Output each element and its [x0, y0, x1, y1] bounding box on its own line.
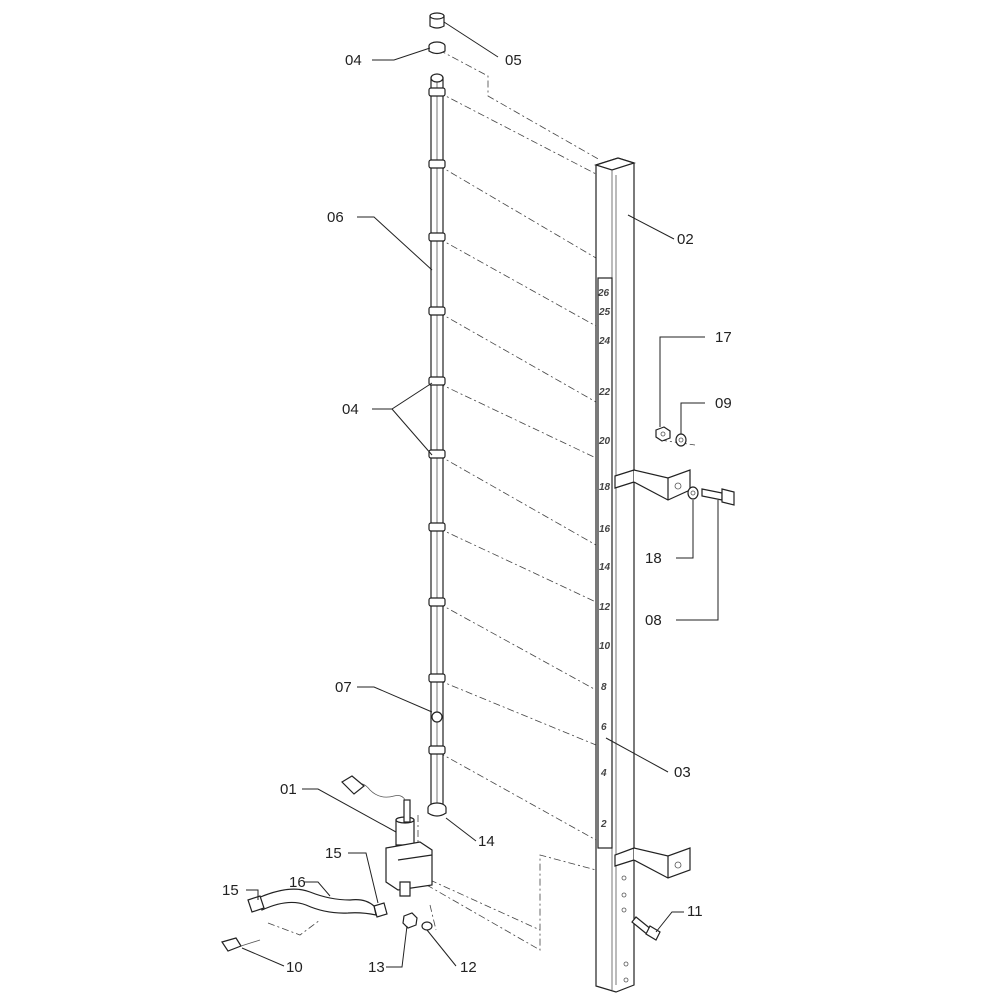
washer-18	[687, 486, 699, 500]
bolt-08	[701, 488, 735, 506]
hose-16	[257, 888, 377, 916]
pipe-clips	[428, 87, 446, 755]
label-04-top: 04	[345, 52, 362, 69]
label-05: 05	[505, 52, 522, 69]
scale-mark: 8	[601, 682, 607, 693]
label-12: 12	[460, 959, 477, 976]
callout-labels: 04 05 06 04 07 01 14 15 16 15 10 13 12 0…	[222, 52, 732, 976]
seal-12	[421, 921, 433, 931]
top-cap	[429, 12, 445, 29]
fitting-13	[402, 912, 418, 929]
scale-mark: 6	[601, 722, 607, 733]
scale-marks: 26 25 24 22 20 18 16 14 12 10 8 6 4 2	[597, 288, 611, 830]
fitting-10	[221, 937, 261, 952]
label-16: 16	[289, 874, 306, 891]
bottom-clip	[427, 802, 447, 817]
label-07: 07	[335, 679, 352, 696]
top-clip	[428, 41, 446, 55]
nut-17	[655, 426, 671, 442]
scale-mark: 22	[598, 387, 611, 398]
label-14: 14	[478, 833, 495, 850]
scale-mark: 18	[599, 482, 611, 493]
label-09: 09	[715, 395, 732, 412]
scale-mark: 10	[599, 641, 611, 652]
label-11: 11	[687, 903, 703, 920]
label-15-right: 15	[325, 845, 342, 862]
upright-column	[594, 157, 636, 993]
label-17: 17	[715, 329, 732, 346]
scale-mark: 25	[598, 307, 611, 318]
scale-mark: 4	[600, 768, 607, 779]
label-15-left: 15	[222, 882, 239, 899]
plug-07	[431, 711, 443, 723]
scale-mark: 16	[599, 524, 611, 535]
bolt-11	[631, 916, 661, 941]
label-01: 01	[280, 781, 297, 798]
scale-mark: 24	[598, 336, 611, 347]
solenoid-valve	[341, 775, 433, 897]
label-18: 18	[645, 550, 662, 567]
label-02: 02	[677, 231, 694, 248]
washer-09	[675, 433, 687, 447]
label-06: 06	[327, 209, 344, 226]
scale-mark: 2	[600, 819, 607, 830]
center-lines	[267, 49, 696, 951]
spray-pipe	[428, 73, 446, 809]
scale-mark: 12	[599, 602, 611, 613]
label-10: 10	[286, 959, 303, 976]
label-04-mid: 04	[342, 401, 359, 418]
label-08: 08	[645, 612, 662, 629]
scale-mark: 14	[599, 562, 611, 573]
scale-mark: 20	[598, 436, 611, 447]
upper-bracket	[614, 469, 691, 501]
label-13: 13	[368, 959, 385, 976]
lower-bracket	[614, 847, 691, 879]
fitting-15-left	[247, 895, 265, 913]
label-03: 03	[674, 764, 691, 781]
scale-mark: 26	[597, 288, 610, 299]
callout-leaders	[241, 21, 719, 968]
